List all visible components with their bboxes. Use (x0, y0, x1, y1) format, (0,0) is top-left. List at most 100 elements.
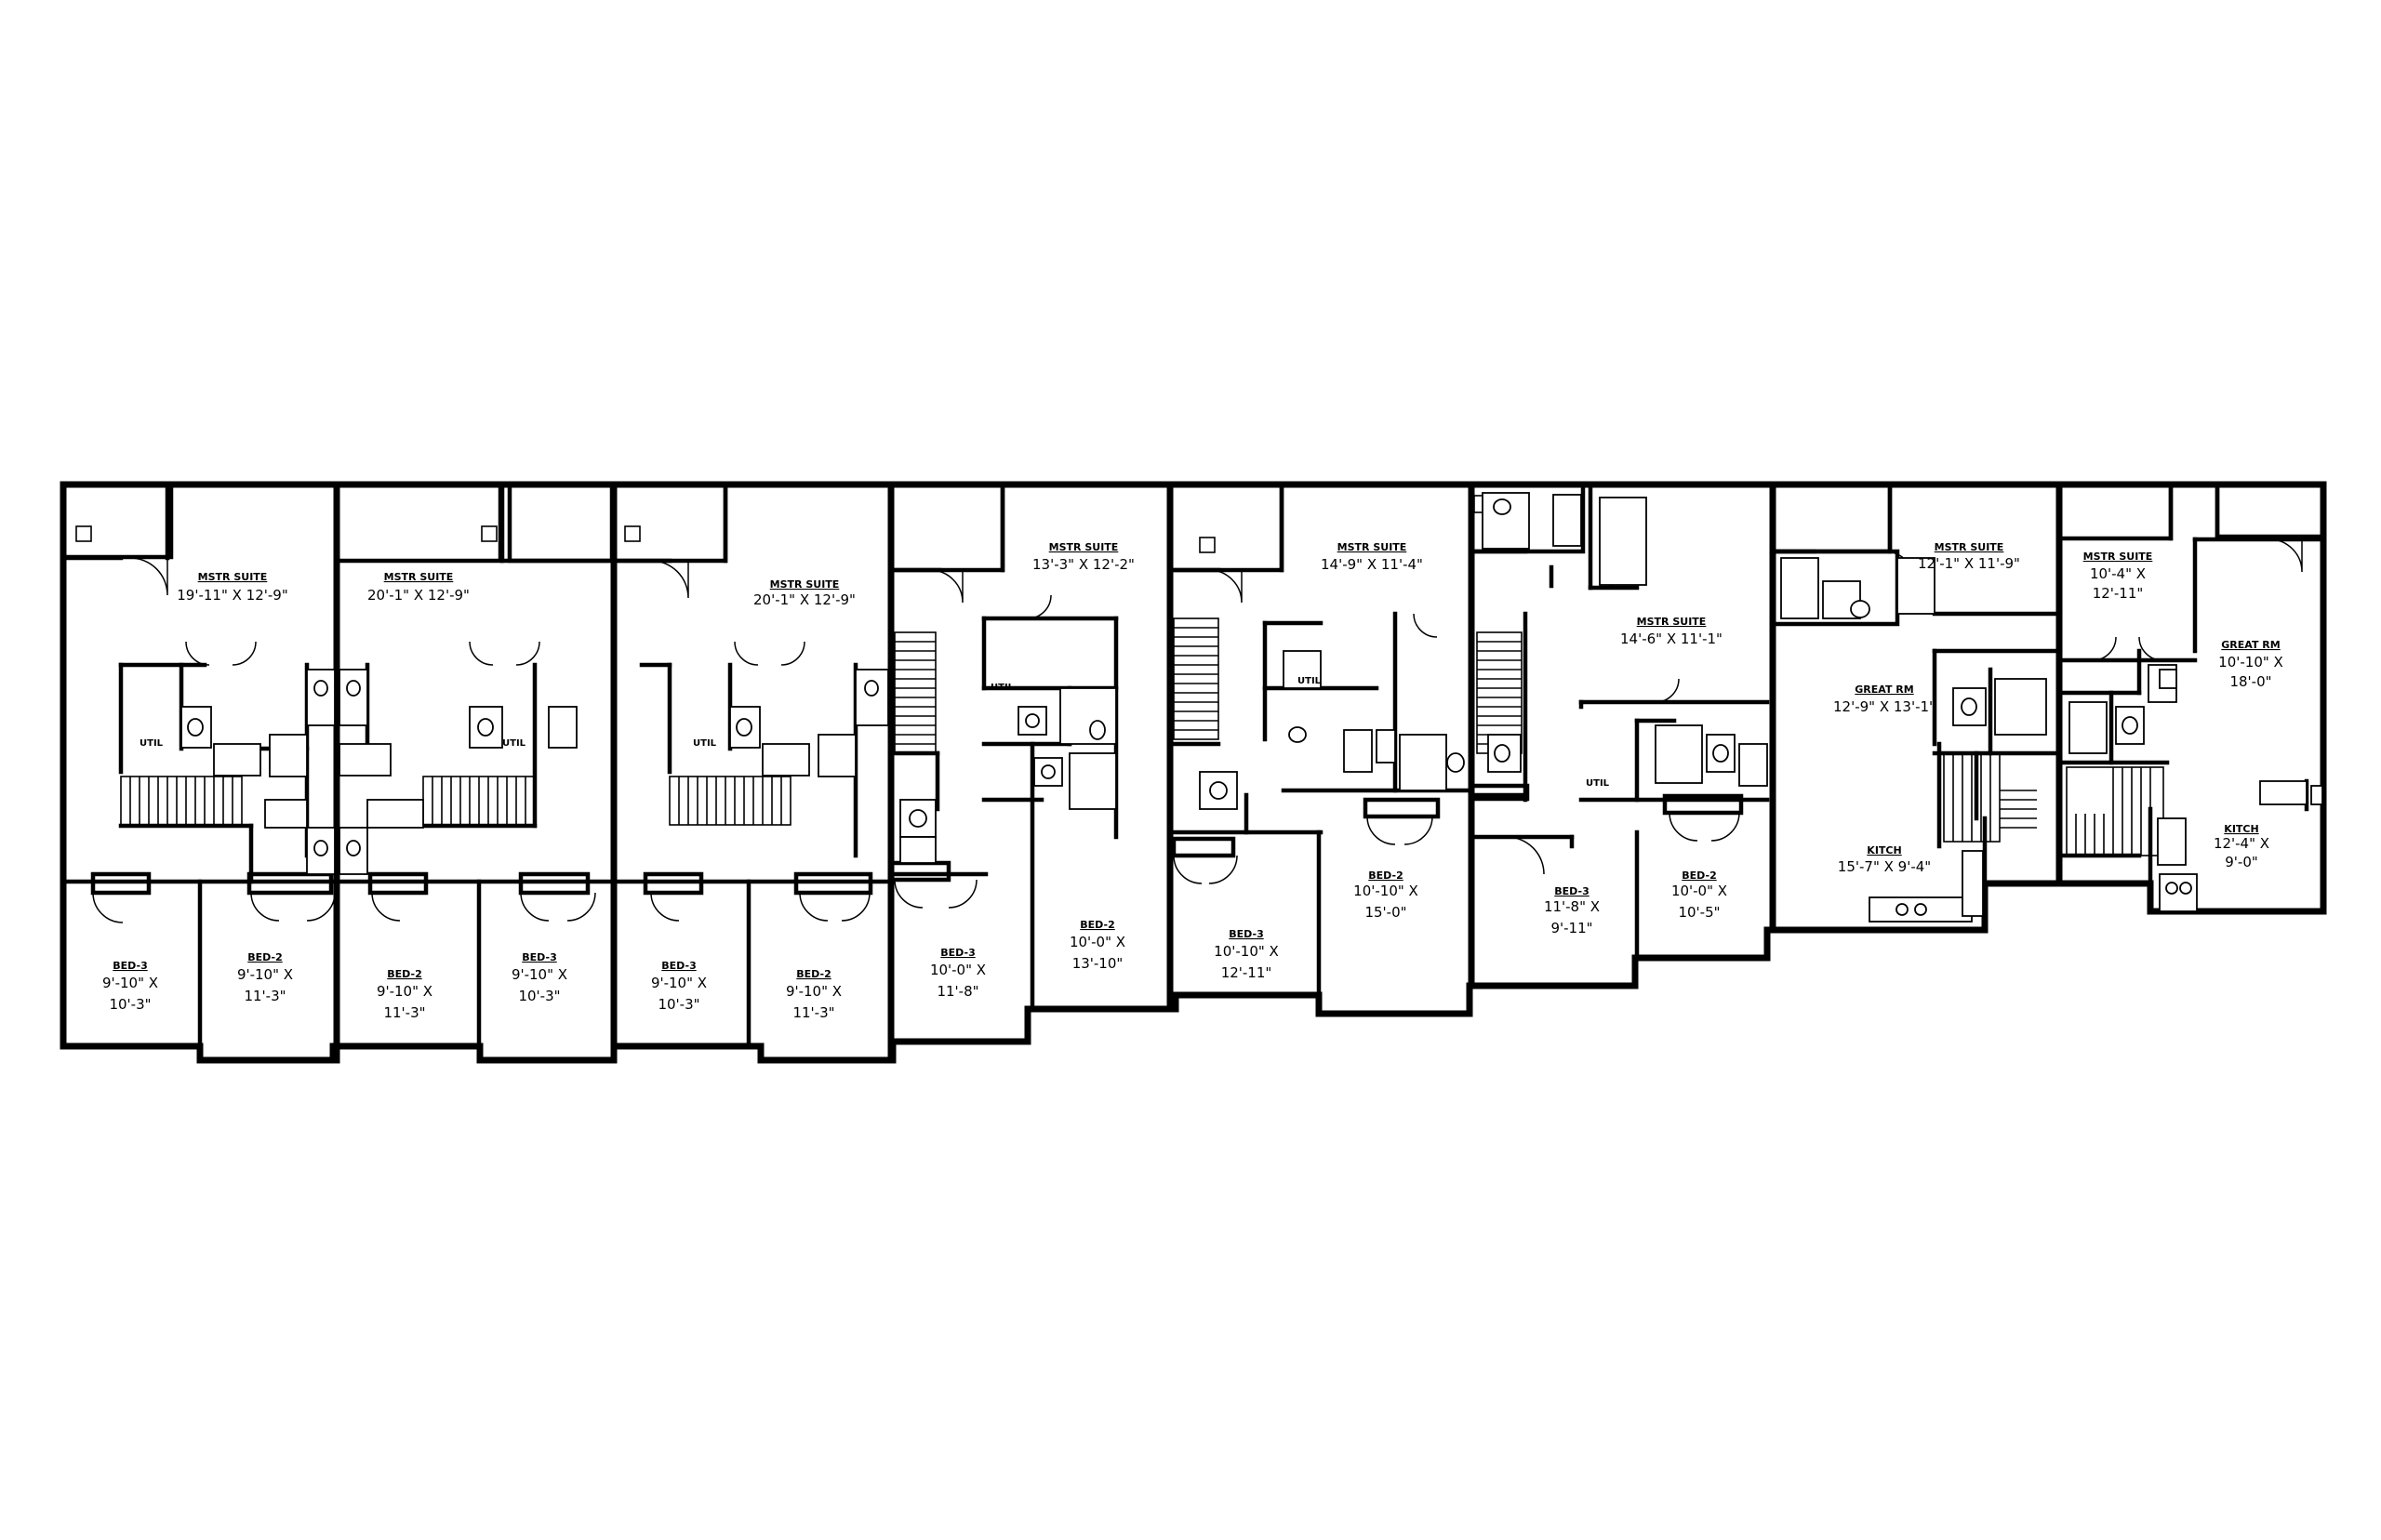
room-label: MSTR SUITE 20'-1" X 12'-9" (367, 571, 470, 604)
svg-text:11'-3": 11'-3" (244, 988, 286, 1004)
svg-text:12'-1" X 11'-9": 12'-1" X 11'-9" (1918, 555, 2020, 572)
stair-unit-1 (120, 776, 243, 826)
svg-text:14'-6" X 11'-1": 14'-6" X 11'-1" (1620, 631, 1723, 647)
room-label: MSTR SUITE 10'-4" X 12'-11" (2083, 551, 2153, 602)
svg-text:12'-9" X 13'-1": 12'-9" X 13'-1" (1833, 698, 1935, 715)
room-label: BED-3 9'-10" X 10'-3" (512, 951, 567, 1004)
room-label: BED-3 9'-10" X 10'-3" (651, 960, 707, 1013)
svg-text:9'-10" X: 9'-10" X (377, 983, 432, 1000)
svg-text:UTIL: UTIL (502, 738, 526, 749)
svg-text:BED-2: BED-2 (796, 968, 831, 980)
room-label: MSTR SUITE 19'-11" X 12'-9" (177, 571, 288, 604)
svg-text:10'-0" X: 10'-0" X (1671, 883, 1727, 899)
room-label: GREAT RM 10'-10" X 18'-0" (2218, 639, 2283, 690)
svg-text:18'-0": 18'-0" (2229, 673, 2271, 690)
svg-text:12'-4" X: 12'-4" X (2214, 835, 2269, 852)
room-label: BED-2 10'-10" X 15'-0" (1353, 870, 1418, 921)
svg-text:GREAT RM: GREAT RM (1855, 684, 1913, 696)
svg-text:GREAT RM: GREAT RM (2221, 639, 2280, 651)
door-swings (92, 538, 2303, 923)
svg-text:10'-3": 10'-3" (109, 996, 151, 1013)
svg-text:9'-11": 9'-11" (1550, 920, 1592, 936)
room-label: BED-2 9'-10" X 11'-3" (377, 968, 432, 1021)
svg-text:19'-11" X 12'-9": 19'-11" X 12'-9" (177, 587, 288, 604)
svg-text:10'-3": 10'-3" (518, 988, 560, 1004)
svg-text:11'-3": 11'-3" (383, 1004, 425, 1021)
room-label: BED-3 10'-10" X 12'-11" (1214, 928, 1279, 981)
svg-text:BED-2: BED-2 (247, 951, 282, 963)
svg-text:UTIL: UTIL (1297, 676, 1322, 686)
svg-text:BED-3: BED-3 (1554, 885, 1589, 897)
svg-text:10'-0" X: 10'-0" X (930, 962, 986, 978)
svg-text:UTIL: UTIL (991, 683, 1015, 693)
svg-text:11'-8": 11'-8" (937, 983, 978, 1000)
svg-text:10'-5": 10'-5" (1678, 904, 1720, 921)
svg-text:UTIL: UTIL (140, 738, 164, 749)
stair-unit-3 (669, 776, 791, 826)
stairs (120, 617, 2164, 856)
room-label: BED-2 10'-0" X 10'-5" (1671, 870, 1727, 921)
svg-text:BED-2: BED-2 (1080, 919, 1114, 931)
room-label: BED-2 10'-0" X 13'-10" (1070, 919, 1125, 972)
svg-text:BED-3: BED-3 (940, 947, 975, 959)
svg-text:UTIL: UTIL (1586, 778, 1610, 789)
room-label: MSTR SUITE 14'-6" X 11'-1" (1620, 616, 1723, 647)
svg-text:BED-2: BED-2 (1368, 870, 1403, 882)
svg-text:9'-10" X: 9'-10" X (237, 966, 293, 983)
svg-text:KITCH: KITCH (1867, 844, 1901, 856)
svg-text:13'-10": 13'-10" (1072, 955, 1124, 972)
room-label: MSTR SUITE 20'-1" X 12'-9" (753, 578, 856, 608)
svg-text:14'-9" X 11'-4": 14'-9" X 11'-4" (1321, 556, 1423, 573)
stair-unit-4 (894, 631, 937, 754)
svg-text:9'-10" X: 9'-10" X (512, 966, 567, 983)
svg-text:BED-3: BED-3 (661, 960, 696, 972)
svg-text:9'-10" X: 9'-10" X (651, 975, 707, 991)
svg-text:10'-4" X: 10'-4" X (2090, 565, 2146, 582)
svg-text:BED-3: BED-3 (113, 960, 147, 972)
svg-text:10'-10" X: 10'-10" X (1214, 943, 1279, 960)
svg-text:KITCH: KITCH (2224, 823, 2258, 835)
stair-unit-8 (2066, 766, 2164, 856)
svg-text:UTIL: UTIL (693, 738, 717, 749)
svg-text:15'-0": 15'-0" (1364, 904, 1406, 921)
svg-text:9'-10" X: 9'-10" X (786, 983, 842, 1000)
svg-text:MSTR SUITE: MSTR SUITE (1935, 541, 2004, 553)
svg-text:MSTR SUITE: MSTR SUITE (2083, 551, 2153, 563)
svg-text:MSTR SUITE: MSTR SUITE (1337, 541, 1407, 553)
room-labels: MSTR SUITE 19'-11" X 12'-9" MSTR SUITE 2… (102, 541, 2283, 1021)
svg-text:12'-11": 12'-11" (2093, 585, 2144, 602)
room-label: KITCH 12'-4" X 9'-0" (2214, 823, 2269, 870)
svg-text:11'-8" X: 11'-8" X (1544, 898, 1600, 915)
room-label: BED-3 10'-0" X 11'-8" (930, 947, 986, 1000)
svg-text:BED-2: BED-2 (387, 968, 421, 980)
room-label: BED-3 9'-10" X 10'-3" (102, 960, 158, 1013)
fixtures (180, 492, 2323, 923)
svg-text:BED-3: BED-3 (1229, 928, 1263, 940)
svg-text:12'-11": 12'-11" (1221, 964, 1272, 981)
svg-text:10'-10" X: 10'-10" X (1353, 883, 1418, 899)
svg-text:BED-2: BED-2 (1682, 870, 1716, 882)
stair-unit-2 (422, 776, 536, 826)
svg-text:MSTR SUITE: MSTR SUITE (198, 571, 268, 583)
svg-text:13'-3" X 12'-2": 13'-3" X 12'-2" (1032, 556, 1135, 573)
svg-text:MSTR SUITE: MSTR SUITE (770, 578, 840, 591)
room-label: BED-3 11'-8" X 9'-11" (1544, 885, 1600, 936)
svg-text:10'-10" X: 10'-10" X (2218, 654, 2283, 670)
svg-text:MSTR SUITE: MSTR SUITE (1049, 541, 1119, 553)
svg-text:MSTR SUITE: MSTR SUITE (1637, 616, 1707, 628)
room-label: KITCH 15'-7" X 9'-4" (1838, 844, 1931, 875)
room-label: BED-2 9'-10" X 11'-3" (786, 968, 842, 1021)
svg-text:15'-7" X 9'-4": 15'-7" X 9'-4" (1838, 858, 1931, 875)
room-label: BED-2 9'-10" X 11'-3" (237, 951, 293, 1004)
svg-text:11'-3": 11'-3" (792, 1004, 834, 1021)
stair-unit-7 (1943, 752, 2037, 843)
interior-walls-middle (888, 482, 1770, 1012)
room-label: GREAT RM 12'-9" X 13'-1" (1833, 684, 1935, 715)
svg-text:9'-10" X: 9'-10" X (102, 975, 158, 991)
svg-text:20'-1" X 12'-9": 20'-1" X 12'-9" (753, 591, 856, 608)
svg-text:9'-0": 9'-0" (2225, 854, 2258, 870)
svg-text:10'-0" X: 10'-0" X (1070, 934, 1125, 950)
stair-unit-5 (1173, 617, 1219, 740)
interior-walls-east (1770, 482, 2326, 933)
